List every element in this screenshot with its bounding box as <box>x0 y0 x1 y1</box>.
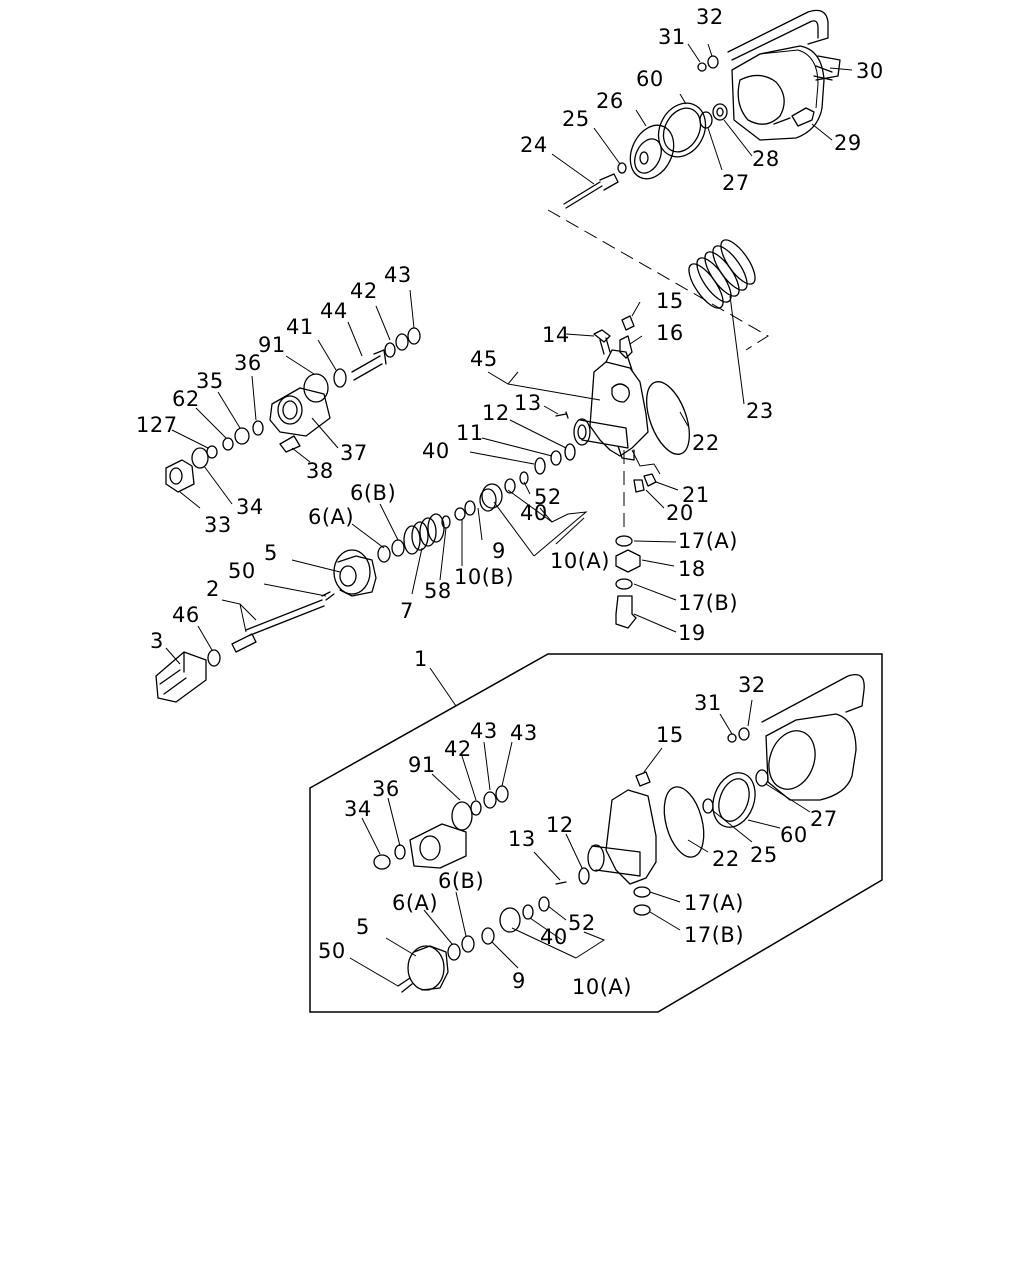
callout-label: 9 <box>512 969 526 993</box>
callout-label: 33 <box>204 513 232 537</box>
callout-label: 35 <box>196 369 224 393</box>
callout-label: 11 <box>456 421 484 445</box>
callout-label: 60 <box>780 823 808 847</box>
callout-label: 1 <box>414 647 428 671</box>
callout-label: 43 <box>470 719 498 743</box>
callout-label: 27 <box>810 807 838 831</box>
kit-contents <box>373 673 865 993</box>
callout-label: 5 <box>264 541 278 565</box>
callout-label: 17(A) <box>678 529 738 553</box>
callout-label: 127 <box>136 413 178 437</box>
callout-label: 6(B) <box>438 869 484 893</box>
callout-label: 50 <box>228 559 256 583</box>
callout-label: 42 <box>444 737 472 761</box>
callout-label: 52 <box>534 485 562 509</box>
callout-label: 16 <box>656 321 684 345</box>
pushrod-icon <box>231 599 325 653</box>
callout-label: 12 <box>482 401 510 425</box>
callout-label: 44 <box>320 299 348 323</box>
callout-label: 15 <box>656 723 684 747</box>
callout-label: 62 <box>172 387 200 411</box>
callout-label: 91 <box>408 753 436 777</box>
callout-label: 22 <box>712 847 740 871</box>
callout-label: 18 <box>678 557 706 581</box>
callout-label: 50 <box>318 939 346 963</box>
callout-label: 10(B) <box>454 565 514 589</box>
clevis-icon <box>155 651 207 703</box>
top-assembly <box>563 9 841 209</box>
callout-label: 19 <box>678 621 706 645</box>
callout-label: 17(B) <box>684 923 744 947</box>
callout-label: 14 <box>542 323 570 347</box>
callout-label: 34 <box>236 495 264 519</box>
callout-label: 32 <box>696 5 724 29</box>
upper-assembly <box>155 239 756 703</box>
callout-label: 42 <box>350 279 378 303</box>
callout-label: 41 <box>286 315 314 339</box>
callout-label: 24 <box>520 133 548 157</box>
callout-label: 6(A) <box>392 891 438 915</box>
callout-label: 38 <box>306 459 334 483</box>
callout-label: 13 <box>514 391 542 415</box>
callout-label: 6(B) <box>350 481 396 505</box>
spring-icon <box>688 239 756 309</box>
callout-label: 5 <box>356 915 370 939</box>
callout-label: 25 <box>750 843 778 867</box>
callout-label: 26 <box>596 89 624 113</box>
o-ring-icon <box>657 102 707 158</box>
callout-label: 40 <box>422 439 450 463</box>
callout-label: 46 <box>172 603 200 627</box>
callout-label: 28 <box>752 147 780 171</box>
callout-label: 43 <box>384 263 412 287</box>
bolt-icon <box>773 107 815 127</box>
callout-label: 43 <box>510 721 538 745</box>
callout-label: 15 <box>656 289 684 313</box>
callout-label: 2 <box>206 577 220 601</box>
cylinder-body-icon <box>573 349 649 461</box>
callout-label: 13 <box>508 827 536 851</box>
callout-label: 21 <box>682 483 710 507</box>
callout-label: 3 <box>150 629 164 653</box>
callout-label: 29 <box>834 131 862 155</box>
callout-label: 45 <box>470 347 498 371</box>
callout-label: 12 <box>546 813 574 837</box>
callout-label: 25 <box>562 107 590 131</box>
callout-label: 60 <box>636 67 664 91</box>
callout-label: 91 <box>258 333 286 357</box>
leader-lines <box>165 43 853 987</box>
callout-label: 6(A) <box>308 505 354 529</box>
callout-label: 27 <box>722 171 750 195</box>
callout-label: 22 <box>692 431 720 455</box>
callout-label: 36 <box>372 777 400 801</box>
callout-label: 10(A) <box>550 549 610 573</box>
callout-label: 9 <box>492 539 506 563</box>
callout-label: 37 <box>340 441 368 465</box>
callout-label: 40 <box>540 925 568 949</box>
piston-icon <box>333 549 377 597</box>
callout-label: 36 <box>234 351 262 375</box>
callout-label: 34 <box>344 797 372 821</box>
repair-kit-frame <box>309 653 883 1013</box>
callout-label: 17(B) <box>678 591 738 615</box>
callout-label: 20 <box>666 501 694 525</box>
centerline <box>547 209 769 351</box>
callout-label: 23 <box>746 399 774 423</box>
callout-label: 32 <box>738 673 766 697</box>
callout-label: 7 <box>400 599 414 623</box>
callout-label: 31 <box>658 25 686 49</box>
diaphragm-chamber-icon <box>731 45 825 141</box>
callout-label: 17(A) <box>684 891 744 915</box>
callout-label: 31 <box>694 691 722 715</box>
callout-label: 40 <box>520 501 548 525</box>
callout-label: 10(A) <box>572 975 632 999</box>
callout-labels: 32 31 30 60 26 25 24 29 28 27 43 42 44 4… <box>136 5 884 999</box>
callout-label: 52 <box>568 911 596 935</box>
callout-label: 30 <box>856 59 884 83</box>
callout-label: 58 <box>424 579 452 603</box>
